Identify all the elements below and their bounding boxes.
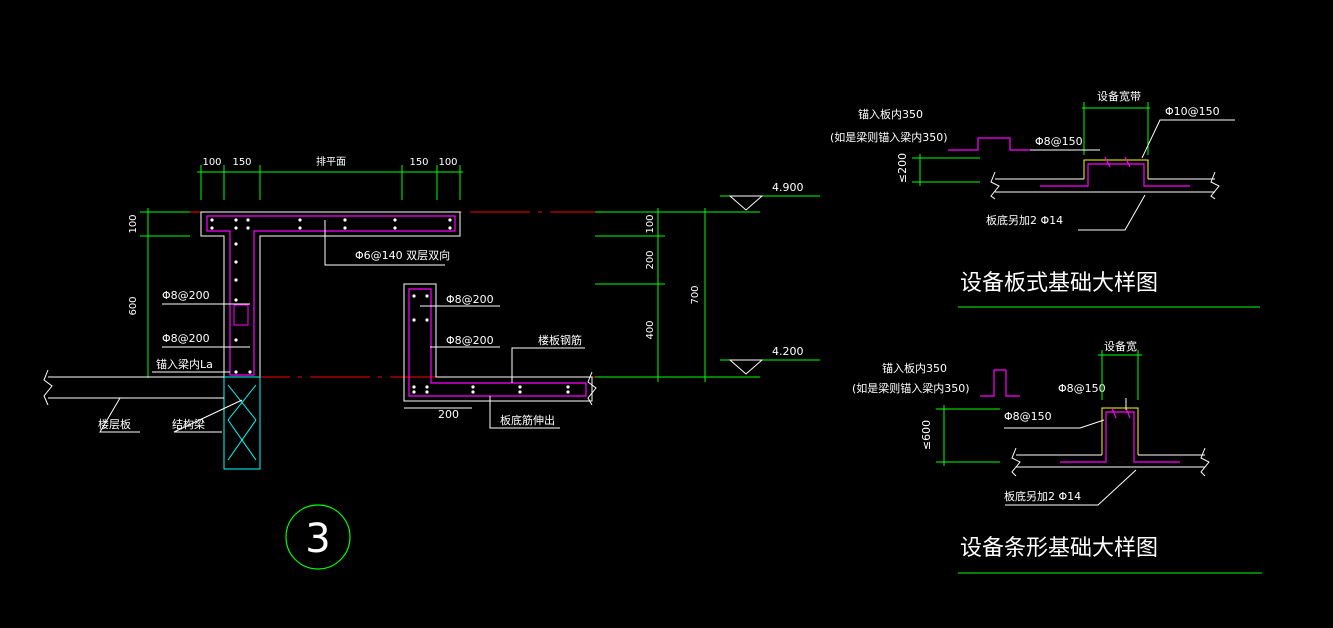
section-3-drawing: 100 150 排平面 150 100 100 600 xyxy=(43,155,820,570)
label-right-rebar-a: Φ8@200 xyxy=(446,293,494,306)
left-rebar-outline xyxy=(206,215,456,376)
label-slab-rebar: Φ6@140 双层双向 xyxy=(355,248,450,262)
left-rebar-hook xyxy=(233,304,249,326)
right-rebar-outline xyxy=(408,288,587,397)
label-rebar-b: Φ8@200 xyxy=(162,332,210,345)
plate-slab-outline xyxy=(990,171,1220,200)
label-rebar-a: Φ8@200 xyxy=(162,289,210,302)
right-rebar-dots xyxy=(412,294,570,394)
elevation-markers xyxy=(728,195,764,375)
dim-left-600: 600 xyxy=(128,296,139,315)
strip-anchor-2: (如是梁则锚入梁内350) xyxy=(852,381,970,395)
right-concrete-outline xyxy=(403,283,593,402)
dim-top-150-left: 150 xyxy=(232,157,251,168)
top-dimension-chain xyxy=(197,165,463,200)
section-number: 3 xyxy=(305,516,330,562)
plate-add-label: 板底另加2 Φ14 xyxy=(986,213,1063,227)
section-number-circle xyxy=(285,504,351,570)
strip-title: 设备条形基础大样图 xyxy=(960,536,1158,561)
label-floor-slab: 楼层板 xyxy=(98,417,131,431)
plate-rebar xyxy=(1040,156,1190,187)
structure-beam-outline xyxy=(223,376,261,470)
elevation-bottom: 4.200 xyxy=(772,345,804,358)
strip-leaders xyxy=(1004,398,1137,506)
left-dimension-chain xyxy=(140,208,190,378)
strip-anchor-1: 锚入板内350 xyxy=(882,361,947,375)
strip-add-label: 板底另加2 Φ14 xyxy=(1004,489,1081,503)
plate-anchor-symbol xyxy=(948,137,1030,151)
strip-height-label: ≤600 xyxy=(920,420,933,450)
plate-rebar-top: Φ10@150 xyxy=(1165,105,1220,118)
dim-top-150-right: 150 xyxy=(409,157,428,168)
dim-right-100: 100 xyxy=(645,214,656,233)
dim-top-center: 排平面 xyxy=(316,155,346,168)
plate-title: 设备板式基础大样图 xyxy=(960,271,1158,296)
label-right-rebar-b: Φ8@200 xyxy=(446,334,494,347)
dim-left-100: 100 xyxy=(128,214,139,233)
detail-plate-foundation: 锚入板内350 (如是梁则锚入梁内350) 设备宽带 Φ10@150 Φ8@15… xyxy=(830,89,1260,308)
dim-top-100-right: 100 xyxy=(438,157,457,168)
strip-width-label: 设备宽 xyxy=(1104,339,1137,353)
label-anchor: 锚入梁内La xyxy=(156,357,213,371)
strip-beam-outline xyxy=(1101,407,1139,455)
strip-anchor-symbol xyxy=(980,369,1020,397)
dim-top-100-left: 100 xyxy=(202,157,221,168)
label-structure-beam: 结构梁 xyxy=(172,417,205,431)
elevation-top: 4.900 xyxy=(772,181,804,194)
leader-lines-right xyxy=(404,305,585,429)
strip-rebar-top: Φ8@150 xyxy=(1058,382,1106,395)
dim-right-700: 700 xyxy=(690,285,701,304)
left-rebar-dots xyxy=(210,218,452,374)
label-slab-bottom: 板底筋伸出 xyxy=(500,413,555,427)
dim-right-200: 200 xyxy=(645,250,656,269)
plate-leaders xyxy=(1030,119,1235,231)
plate-anchor-2: (如是梁则锚入梁内350) xyxy=(830,130,948,144)
beam-break-lines xyxy=(227,384,257,461)
right-slab-end xyxy=(587,371,597,406)
plate-pad-outline xyxy=(1083,159,1149,179)
dim-right-400: 400 xyxy=(645,320,656,339)
strip-slab-outline xyxy=(1011,447,1210,477)
leader-lines-left xyxy=(99,220,445,433)
label-floor-rebar: 楼板钢筋 xyxy=(538,333,582,347)
plate-height-label: ≤200 xyxy=(896,153,909,183)
floor-slab-left xyxy=(43,369,224,406)
strip-rebar-mid: Φ8@150 xyxy=(1004,410,1052,423)
detail-strip-foundation: 锚入板内350 (如是梁则锚入梁内350) 设备宽 Φ8@150 Φ8@150 … xyxy=(852,339,1262,574)
strip-width-dim xyxy=(936,350,1142,466)
plate-rebar-mid: Φ8@150 xyxy=(1035,135,1083,148)
strip-rebar xyxy=(1060,407,1180,463)
plate-anchor-1: 锚入板内350 xyxy=(858,107,923,121)
plate-width-label: 设备宽带 xyxy=(1097,89,1141,103)
label-width-200: 200 xyxy=(438,408,459,421)
